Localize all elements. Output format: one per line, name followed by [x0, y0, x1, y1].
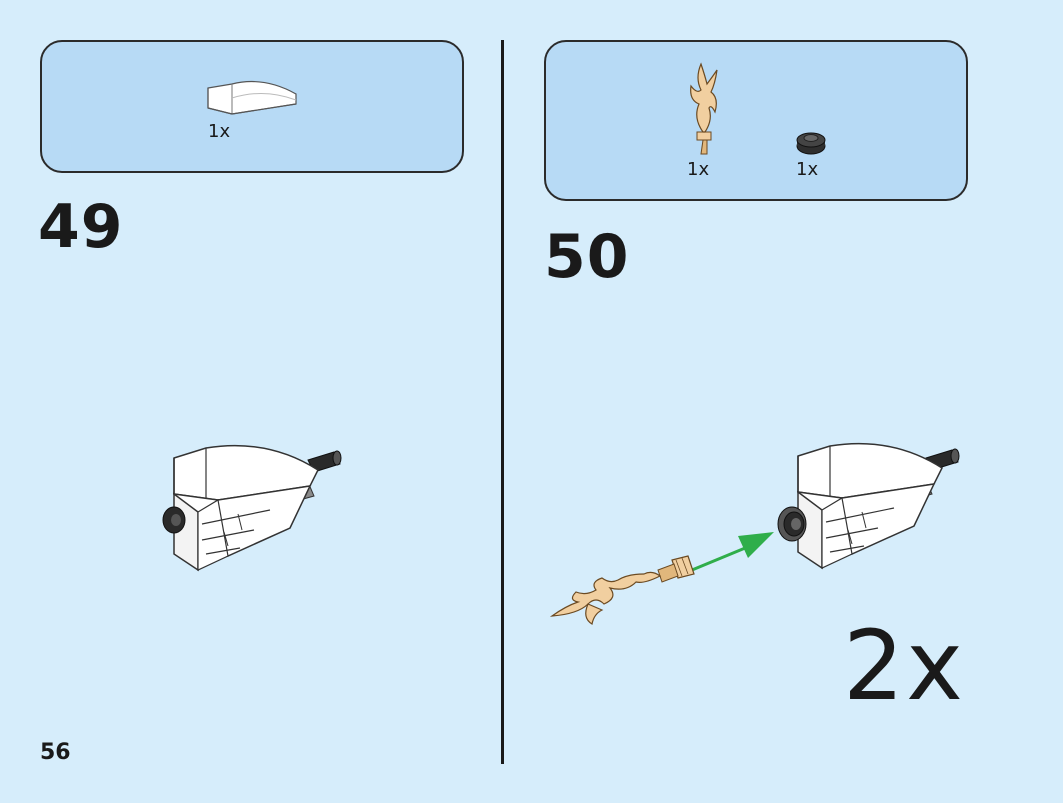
step-49-assembly-illustration — [162, 444, 342, 572]
tan-flame-assembly-icon — [549, 555, 695, 625]
step-number-49: 49 — [38, 192, 124, 262]
white-curved-slope-part-icon — [207, 80, 297, 115]
part-qty-tan-flame: 1x — [687, 159, 710, 180]
page-number: 56 — [40, 740, 71, 765]
part-qty-white-slope: 1x — [208, 121, 231, 142]
part-qty-round-plate: 1x — [796, 159, 819, 180]
green-insert-arrow-icon — [691, 532, 774, 572]
step-50-assembly-illustration — [777, 442, 960, 570]
tan-flame-part-icon — [690, 62, 718, 155]
dark-gray-round-plate-part-icon — [796, 132, 826, 155]
page-divider — [501, 40, 504, 764]
step-50-multiplier: 2x — [843, 610, 965, 722]
front-stud-with-round-plate-icon — [777, 506, 807, 542]
step-number-50: 50 — [544, 222, 630, 292]
front-black-stud-icon — [162, 506, 186, 534]
parts-callout-step-50 — [544, 40, 968, 201]
